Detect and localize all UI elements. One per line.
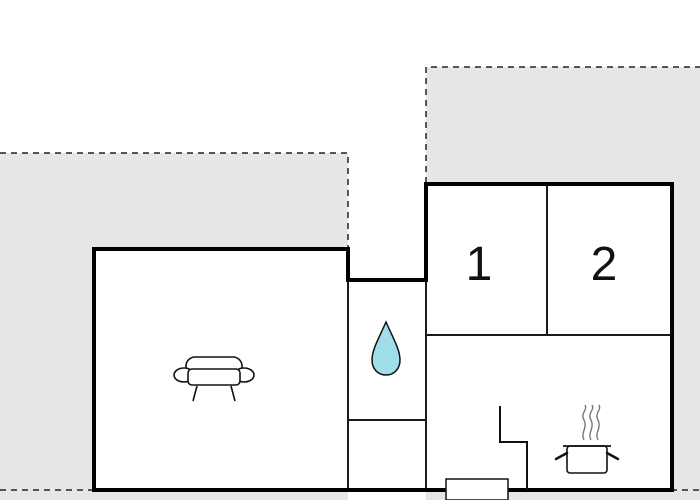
armchair-icon [173, 356, 255, 402]
bedroom-1-label: 1 [466, 238, 493, 291]
water-drop-icon [371, 320, 401, 376]
outer-walls [92, 182, 674, 492]
cooking-pot-icon [554, 404, 620, 474]
stairs-icon [499, 406, 528, 490]
entrance-door-icon [445, 478, 509, 500]
interior-walls [347, 184, 672, 490]
bedroom-2-label: 2 [591, 238, 618, 291]
